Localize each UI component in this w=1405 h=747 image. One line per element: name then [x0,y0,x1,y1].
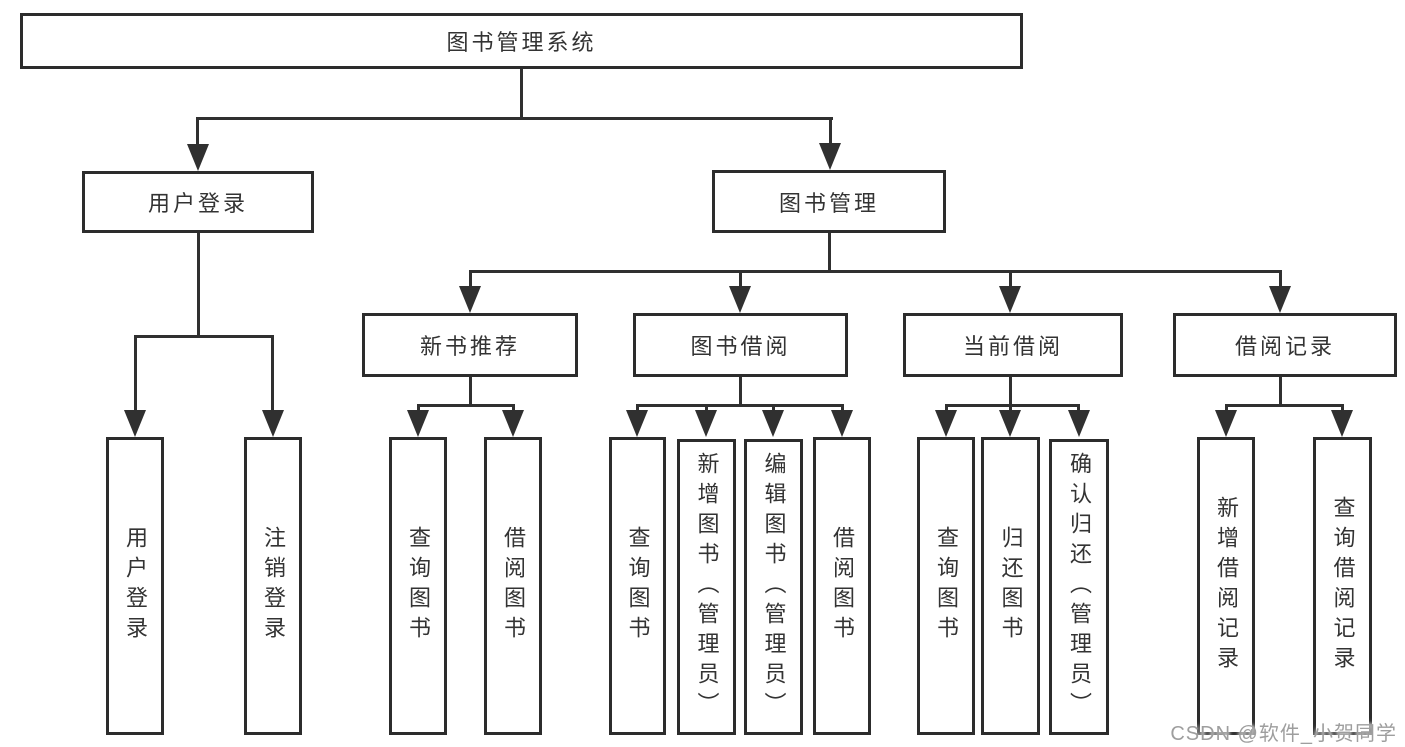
connector-current-borrow-hbar [945,404,1080,407]
node-label: 用户登录 [147,191,248,216]
arrow-down-icon [459,286,481,313]
node-label: 注销登录 [261,526,286,646]
node-root-library-system: 图书管理系统 [20,13,1023,69]
connector-current-borrow-stem [1009,377,1012,406]
connector-drop-user-login [196,117,199,148]
node-current-borrow: 当前借阅 [903,313,1123,377]
arrow-down-icon [999,410,1021,437]
node-label: 查询图书 [934,526,959,646]
node-label: 查询借阅记录 [1330,496,1356,676]
node-label: 新增借阅记录 [1214,496,1239,676]
arrow-down-icon [187,144,209,171]
connector-borrow-record-stem [1279,377,1282,406]
node-label: 借阅图书 [830,526,855,646]
leaf-logout: 注销登录 [244,437,302,735]
connector-drop [772,404,775,413]
node-label: 图书管理 [778,190,879,216]
connector-book-borrow-hbar [636,404,843,407]
node-borrow-record: 借阅记录 [1173,313,1397,377]
leaf-newbook-borrow-books: 借阅图书 [484,437,542,735]
connector-drop [1341,404,1344,413]
connector-user-login-stem [197,233,200,337]
connector-new-book-hbar [417,404,515,407]
node-book-mgmt: 图书管理 [712,170,946,233]
arrow-down-icon [262,410,284,437]
arrow-down-icon [626,410,648,437]
connector-root-stem [520,69,523,119]
leaf-newbook-query-books: 查询图书 [389,437,447,735]
connector-borrow-record-hbar [1225,404,1343,407]
connector-new-book-stem [469,377,472,406]
connector-drop [469,270,472,288]
connector-drop [739,270,742,288]
node-label: 查询图书 [625,526,651,646]
connector-drop [1009,270,1012,288]
node-label: 借阅记录 [1234,334,1335,359]
node-user-login: 用户登录 [82,171,314,233]
arrow-down-icon [831,410,853,437]
arrow-down-icon [695,410,717,437]
arrow-down-icon [935,410,957,437]
connector-book-borrow-stem [739,377,742,406]
connector-drop [841,404,844,413]
node-label: 查询图书 [406,526,431,646]
connector-drop [945,404,948,413]
arrow-down-icon [1269,286,1291,313]
leaf-edit-books-admin: 编辑图书（管理员） [744,439,803,735]
node-label: 编辑图书（管理员） [761,452,787,722]
connector-drop [512,404,515,413]
node-label: 图书管理系统 [446,30,597,55]
node-label: 确认归还（管理员） [1067,452,1092,722]
leaf-add-borrow-record: 新增借阅记录 [1197,437,1255,735]
leaf-current-query-books: 查询图书 [917,437,975,735]
node-new-book: 新书推荐 [362,313,578,377]
node-label: 新增图书（管理员） [694,452,720,722]
leaf-query-borrow-record: 查询借阅记录 [1313,437,1372,735]
connector-drop [417,404,420,413]
connector-book-mgmt-hbar [469,270,1282,273]
arrow-down-icon [124,410,146,437]
node-label: 用户登录 [123,526,148,646]
arrow-down-icon [1215,410,1237,437]
connector-drop [705,404,708,413]
connector-user-login-hbar [134,335,274,338]
arrow-down-icon [999,286,1021,313]
leaf-user-login: 用户登录 [106,437,164,735]
arrow-down-icon [729,286,751,313]
connector-drop-book-mgmt [829,117,832,146]
connector-drop [1279,270,1282,288]
arrow-down-icon [762,410,784,437]
connector-root-hbar [197,117,833,120]
arrow-down-icon [1068,410,1090,437]
arrow-down-icon [819,143,841,170]
arrow-down-icon [1331,410,1353,437]
connector-drop [1009,404,1012,413]
node-label: 归还图书 [998,526,1024,646]
leaf-borrow-borrow-books: 借阅图书 [813,437,871,735]
connector-drop [636,404,639,413]
node-label: 当前借阅 [962,334,1063,359]
node-label: 借阅图书 [501,526,526,646]
connector-drop [271,335,274,412]
node-book-borrow: 图书借阅 [633,313,848,377]
arrow-down-icon [502,410,524,437]
leaf-add-books-admin: 新增图书（管理员） [677,439,736,735]
connector-book-mgmt-stem [828,233,831,272]
leaf-borrow-query-books: 查询图书 [609,437,666,735]
leaf-confirm-return-admin: 确认归还（管理员） [1049,439,1109,735]
leaf-return-books: 归还图书 [981,437,1040,735]
node-label: 图书借阅 [690,334,791,359]
arrow-down-icon [407,410,429,437]
node-label: 新书推荐 [419,334,520,359]
csdn-watermark: CSDN @软件_小贺同学 [1170,723,1397,745]
connector-drop [1077,404,1080,413]
connector-drop [1225,404,1228,413]
connector-drop [134,335,137,412]
